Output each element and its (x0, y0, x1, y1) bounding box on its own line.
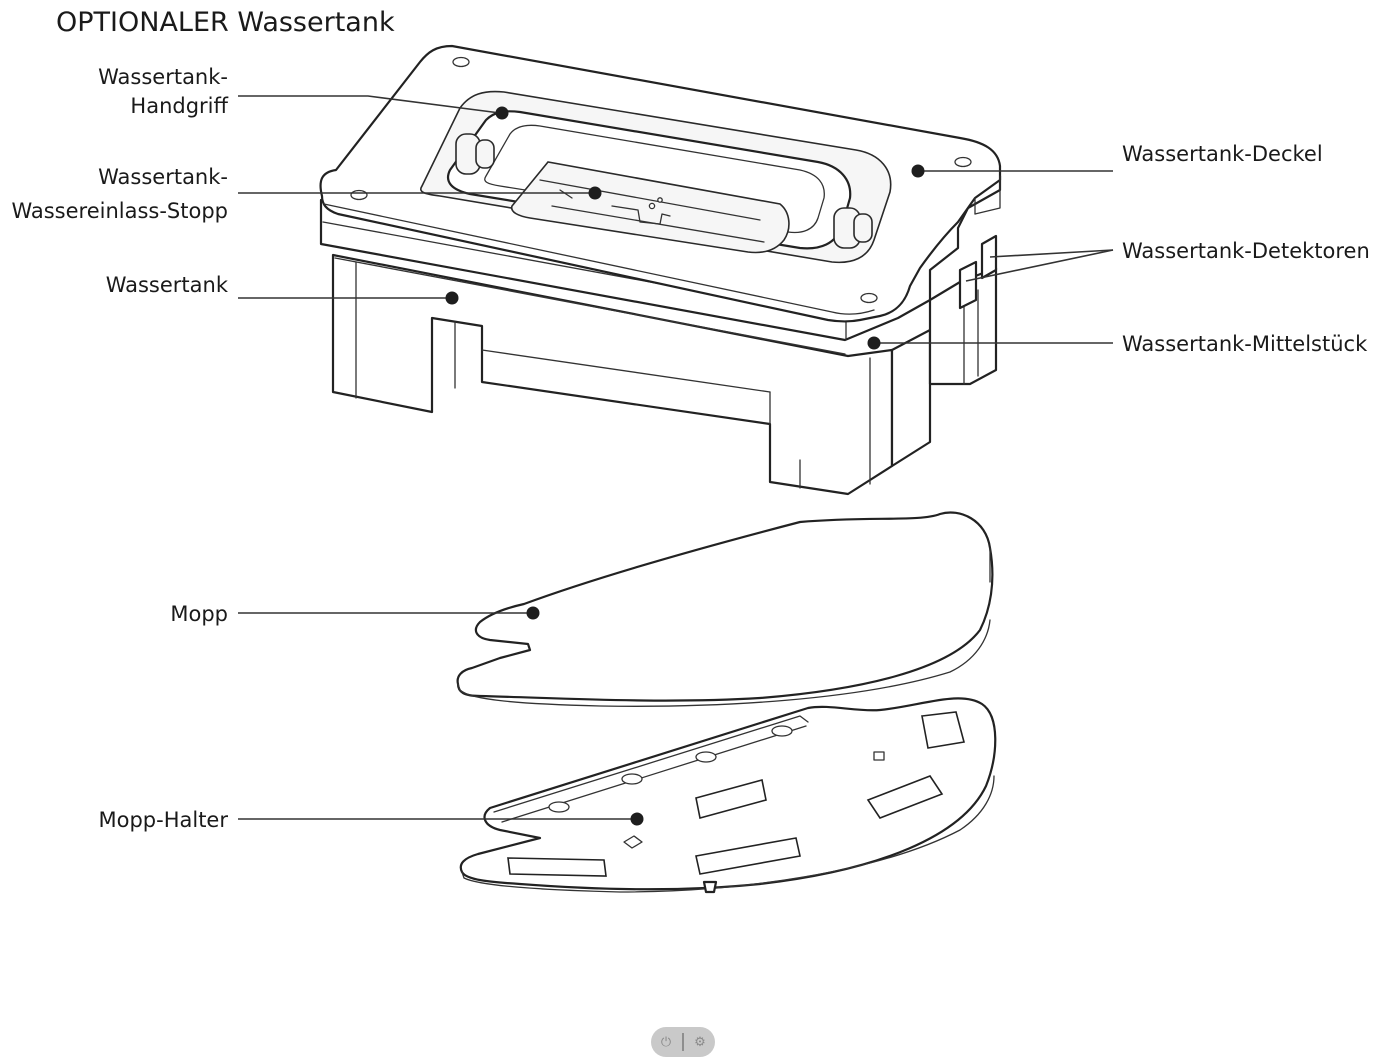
leader-dot-mop-holder (630, 812, 644, 826)
label-mop: Mopp (170, 602, 228, 626)
power-icon[interactable]: ⏻ (660, 1034, 672, 1050)
label-mop-holder: Mopp-Halter (99, 808, 229, 832)
label-handle-line2: Handgriff (130, 94, 228, 118)
diagram-title: OPTIONALER Wassertank (56, 7, 395, 38)
leader-dot-tank (445, 291, 459, 305)
label-middle: Wassertank-Mittelstück (1122, 332, 1368, 356)
leader-dot-mop (526, 606, 540, 620)
mop-illustration (456, 511, 994, 707)
leader-dot-cover (911, 164, 925, 178)
leader-dot-middle (867, 336, 881, 350)
label-inlet-line2: Wassereinlass-Stopp (11, 199, 228, 223)
mop-holder-illustration (459, 697, 997, 894)
leader-dot-inlet (588, 186, 602, 200)
leader-lines (238, 95, 1114, 820)
label-inlet-line1: Wassertank- (98, 165, 228, 189)
label-detectors: Wassertank-Detektoren (1122, 239, 1370, 263)
settings-icon[interactable]: ⚙ (694, 1034, 706, 1050)
label-tank: Wassertank (106, 273, 229, 297)
leader-dot-handle (495, 106, 509, 120)
water-tank-illustration (319, 44, 1002, 496)
label-handle-line1: Wassertank- (98, 65, 228, 89)
control-divider (682, 1033, 684, 1051)
label-cover: Wassertank-Deckel (1122, 142, 1323, 166)
viewer-control-pill: ⏻ ⚙ (651, 1027, 715, 1057)
